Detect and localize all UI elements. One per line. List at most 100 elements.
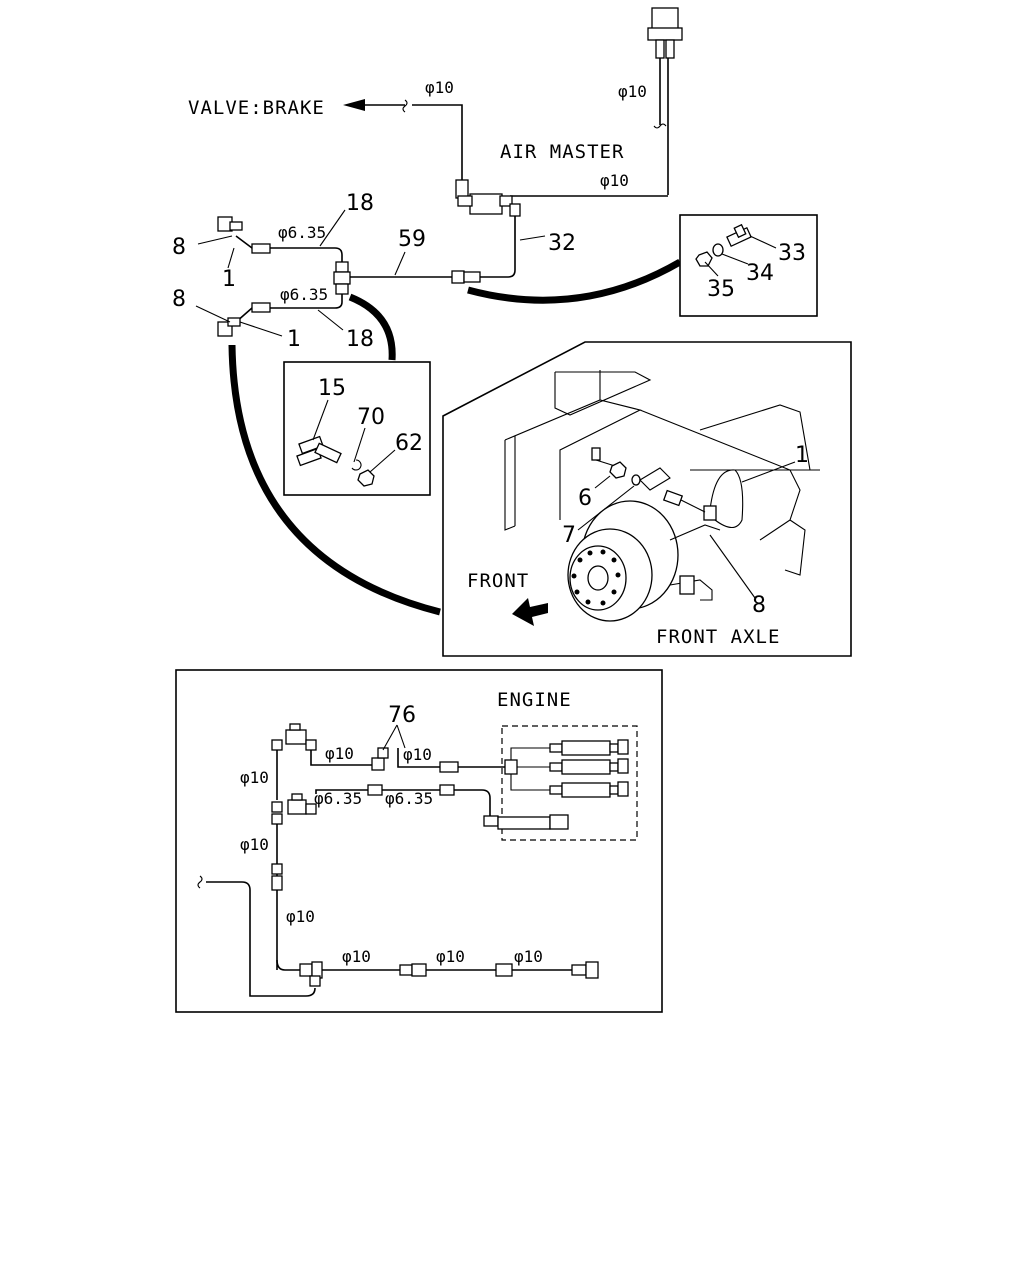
union-fitting (451, 270, 481, 284)
front-label: FRONT (467, 570, 529, 592)
callout-34: 34 (746, 261, 774, 286)
pipe-break-symbol (653, 123, 667, 129)
callout-18: 18 (346, 191, 374, 216)
leader-line (394, 251, 406, 276)
leader-line (239, 321, 283, 337)
axle-beam (669, 524, 721, 601)
nut-part (357, 469, 375, 487)
brake-drum (567, 500, 679, 622)
front-axle-detail-box (442, 341, 852, 657)
hose (235, 235, 253, 249)
tee-part (296, 435, 342, 467)
callout-1: 1 (222, 267, 236, 292)
frame-rail (504, 370, 820, 576)
leader-line (396, 724, 406, 749)
pipe-diameter-label: φ6.35 (278, 223, 326, 242)
pipe-diameter-label: φ6.35 (280, 285, 328, 304)
pipe-diameter-label: φ10 (618, 82, 647, 101)
pipe-diameter-label: φ10 (600, 171, 629, 190)
pipe-diameter-label: φ10 (325, 744, 354, 763)
callout-35: 35 (707, 277, 735, 302)
leader-line (382, 724, 398, 751)
nut-part (609, 461, 627, 479)
leader-line (197, 235, 233, 245)
pipe-diameter-label: φ10 (240, 835, 269, 854)
bolt-part (591, 447, 616, 467)
end-connector (571, 961, 599, 979)
leader-line (369, 449, 396, 473)
callout-76: 76 (388, 703, 416, 728)
fitting (251, 243, 271, 254)
engine-cylinder-3 (549, 781, 629, 798)
engine-cylinder-2 (549, 758, 629, 775)
air-master-unit (455, 179, 668, 217)
callout-8: 8 (752, 593, 766, 618)
union-fitting (399, 963, 427, 977)
washer-part (712, 243, 724, 257)
pipe (310, 750, 372, 766)
callout-59: 59 (398, 227, 426, 252)
callout-8: 8 (172, 235, 186, 260)
callout-1: 1 (795, 443, 809, 468)
callout-15: 15 (318, 376, 346, 401)
air-master-label: AIR MASTER (500, 141, 624, 163)
callout-62: 62 (395, 431, 423, 456)
arrow-to-valve-icon (343, 99, 405, 111)
pipe-18-upper (270, 247, 343, 262)
leader-line (312, 399, 329, 441)
callout-6: 6 (578, 486, 592, 511)
engine-boundary (501, 725, 638, 841)
pipe-return (206, 881, 316, 997)
wheel-cylinder-fitting-upper (217, 216, 243, 232)
engine-label: ENGINE (497, 689, 572, 711)
callout-8: 8 (172, 287, 186, 312)
fitting-76 (371, 747, 389, 771)
pipe (397, 748, 440, 768)
pipe-to-valve (412, 104, 463, 180)
callout-1: 1 (287, 327, 301, 352)
tee-fitting (333, 261, 351, 295)
air-connector-top (647, 7, 683, 195)
leader-line (594, 475, 611, 489)
brake-hose (662, 469, 744, 529)
detail-box-tee-parts (283, 361, 431, 496)
engine-cylinder-1 (549, 739, 629, 756)
pipe-32 (480, 216, 516, 278)
valve-brake-label: VALVE:BRAKE (188, 97, 325, 119)
callout-32: 32 (548, 231, 576, 256)
union-fitting (439, 761, 459, 773)
leader-line (519, 235, 546, 241)
leader-line (319, 209, 346, 247)
leader-line (704, 261, 719, 277)
leader-line (227, 247, 235, 269)
pipe-diameter-label: φ6.35 (314, 789, 362, 808)
clip-part (351, 459, 362, 471)
pipe-diameter-label: φ6.35 (385, 789, 433, 808)
pipe (276, 959, 310, 971)
detail-leader-15-62 (348, 293, 396, 361)
wheel-cylinder-fitting-lower (217, 317, 241, 337)
pipe-break-symbol (402, 99, 408, 113)
pipe (315, 789, 368, 794)
detail-leader-33-35 (467, 258, 682, 304)
leader-line (749, 235, 777, 249)
coil-fitting (495, 963, 513, 977)
engine-cylinder-4 (483, 814, 569, 830)
leader-line (317, 309, 344, 331)
union-fitting (271, 863, 283, 891)
pipe-18-lower (270, 294, 343, 309)
engine-piping-box (175, 669, 663, 1013)
leader-line (195, 305, 231, 323)
front-axle-label: FRONT AXLE (656, 626, 780, 648)
callout-33: 33 (778, 241, 806, 266)
callout-7: 7 (562, 523, 576, 548)
detail-leader-front-axle (228, 344, 441, 616)
leader-line (741, 461, 796, 483)
pipe-diameter-label: φ10 (436, 947, 465, 966)
front-direction-arrow-icon (512, 598, 548, 626)
union-fitting (439, 784, 455, 796)
pipe-diameter-label: φ10 (342, 947, 371, 966)
fitting (251, 302, 271, 313)
pipe (454, 789, 491, 818)
